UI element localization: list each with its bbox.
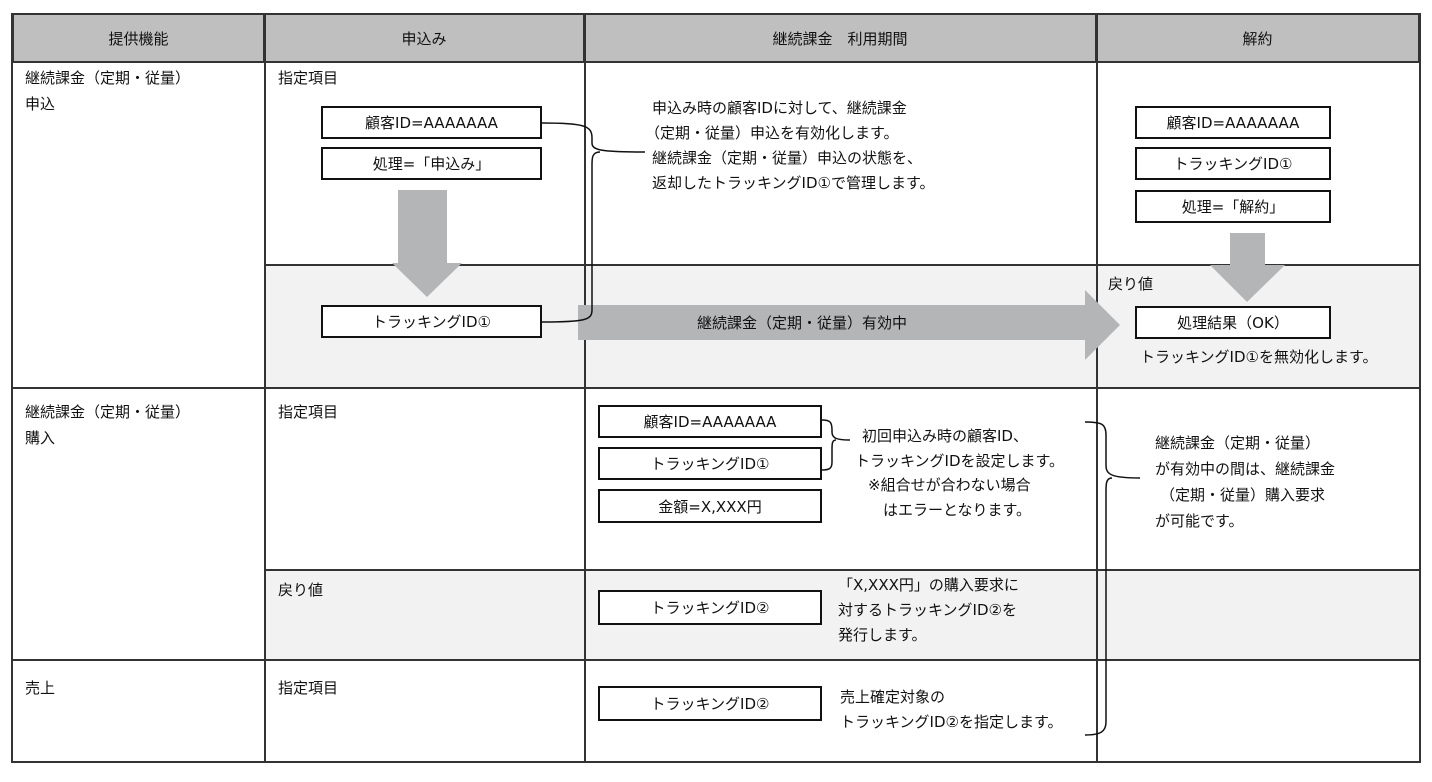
- feature-sales: 売上: [25, 679, 56, 697]
- return-note-1: 「X,XXX円」の購入要求に: [838, 576, 1019, 594]
- purchase-note-1: 初回申込み時の顧客ID、: [862, 427, 1028, 445]
- process-apply-box: 処理=「申込み」: [321, 147, 542, 180]
- apply-note-4: 返却したトラッキングID①で管理します。: [652, 174, 935, 192]
- cancel-customer-id-box: 顧客ID=AAAAAAA: [1135, 106, 1331, 139]
- purchase-customer-id-box: 顧客ID=AAAAAAA: [598, 405, 822, 438]
- return-note-3: 発行します。: [838, 626, 927, 644]
- purchase-note-4: はエラーとなります。: [883, 501, 1032, 519]
- return-note-2: 対するトラッキングID②を: [838, 601, 1017, 619]
- purchase-cancel-note-4: が可能です。: [1155, 512, 1244, 530]
- purchase-note-2: トラッキングIDを設定します。: [855, 452, 1065, 470]
- specified-label: 指定項目: [278, 679, 339, 697]
- purchase-tracking-id1-box: トラッキングID①: [598, 447, 822, 480]
- apply-note-3: 継続課金（定期・従量）申込の状態を、: [652, 149, 923, 167]
- purchase-cancel-note-2: が有効中の間は、継続課金: [1155, 460, 1336, 478]
- down-arrow-cancel: [1210, 233, 1285, 302]
- feature-purchase-line2: 購入: [25, 429, 56, 447]
- header-apply: 申込み: [265, 14, 585, 62]
- cancel-result-box: 処理結果（OK）: [1135, 306, 1331, 339]
- customer-id-box: 顧客ID=AAAAAAA: [321, 106, 542, 139]
- feature-purchase-line1: 継続課金（定期・従量）: [25, 403, 191, 421]
- down-arrow-apply: [392, 190, 462, 297]
- active-label: 継続課金（定期・従量）有効中: [697, 314, 908, 332]
- header-feature: 提供機能: [12, 14, 265, 62]
- sales-tracking-id2-box: トラッキングID②: [598, 686, 822, 721]
- feature-apply-line1: 継続課金（定期・従量）: [25, 69, 191, 87]
- brace-purchase: [821, 419, 851, 471]
- cancel-tracking-id1-box: トラッキングID①: [1135, 147, 1331, 180]
- sales-note-1: 売上確定対象の: [840, 688, 946, 706]
- apply-note-1: 申込み時の顧客IDに対して、継続課金: [652, 99, 907, 117]
- purchase-return-label: 戻り値: [278, 581, 324, 599]
- brace-apply: [541, 122, 646, 323]
- purchase-cancel-note-1: 継続課金（定期・従量）: [1155, 434, 1321, 452]
- cancel-return-label: 戻り値: [1108, 275, 1154, 293]
- specified-label: 指定項目: [278, 403, 339, 421]
- apply-note-2: （定期・従量）申込を有効化します。: [645, 124, 899, 142]
- cancel-note: トラッキングID①を無効化します。: [1140, 348, 1378, 366]
- specified-label: 指定項目: [278, 69, 339, 87]
- tracking-id1-box: トラッキングID①: [321, 305, 542, 338]
- right-arrow-active: [578, 290, 1120, 360]
- purchase-amount-box: 金額=X,XXX円: [598, 489, 822, 523]
- purchase-note-3: ※組合せが合わない場合: [868, 476, 1031, 494]
- cancel-process-box: 処理=「解約」: [1135, 190, 1331, 223]
- brace-cancel: [1084, 421, 1141, 736]
- return-row-shade-2: [265, 570, 1420, 660]
- header-usage-period: 継続課金 利用期間: [585, 14, 1097, 62]
- sales-note-2: トラッキングID②を指定します。: [840, 713, 1063, 731]
- tracking-id2-box: トラッキングID②: [598, 590, 822, 625]
- feature-apply-line2: 申込: [25, 95, 56, 113]
- purchase-cancel-note-3: （定期・従量）購入要求: [1160, 486, 1326, 504]
